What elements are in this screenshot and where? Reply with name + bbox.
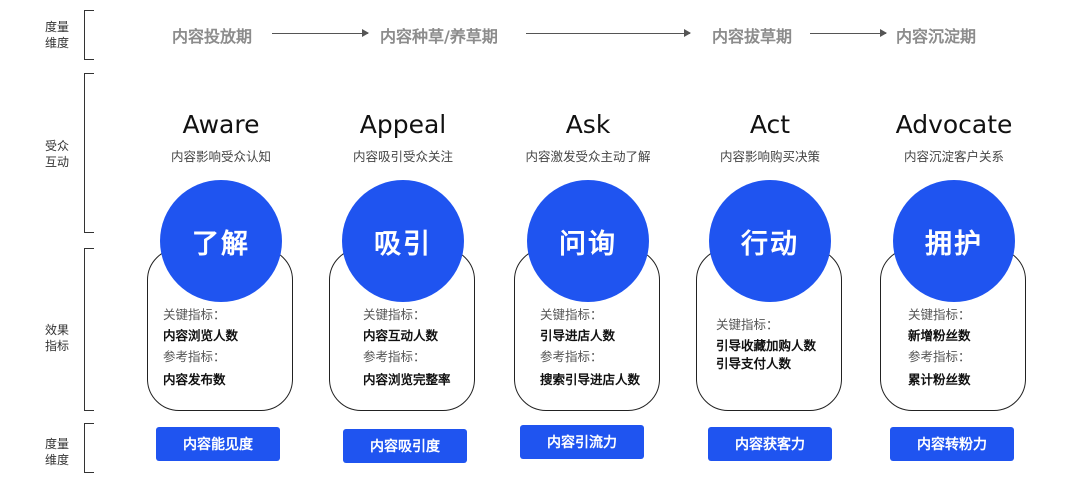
- stage-circle-label: 问询: [559, 228, 617, 260]
- row-label-effect-metrics: 效果指标: [44, 323, 69, 353]
- stage-title: Aware: [182, 110, 260, 139]
- phase-seeding: 内容种草/养草期: [380, 27, 498, 46]
- ref-metric-value: 累计粉丝数: [908, 372, 971, 387]
- dimension-badge: 内容能见度: [156, 427, 280, 461]
- bracket-measure-top: [84, 10, 94, 60]
- dimension-badge: 内容引流力: [520, 425, 644, 459]
- stage-subtitle: 内容沉淀客户关系: [903, 149, 1004, 164]
- ref-metric-value: 内容浏览完整率: [363, 372, 451, 387]
- ref-metric-value: 内容发布数: [163, 372, 226, 387]
- stage-appeal: Appeal 内容吸引受众关注 吸引 关键指标： 内容互动人数 参考指标： 内容…: [313, 0, 493, 486]
- arrow-right-icon: [810, 29, 887, 37]
- stage-circle-label: 了解: [192, 228, 250, 260]
- bracket-audience-interaction: [84, 73, 94, 233]
- metrics-list: 关键指标： 内容互动人数 参考指标： 内容浏览完整率: [363, 304, 451, 390]
- key-metric-label: 关键指标：: [908, 307, 971, 322]
- metrics-list: 关键指标： 引导收藏加购人数 引导支付人数: [716, 314, 816, 374]
- stage-title: Appeal: [359, 110, 447, 139]
- stage-aware: Aware 内容影响受众认知 了解 关键指标： 内容浏览人数 参考指标： 内容发…: [131, 0, 311, 486]
- key-metric-value: 引导进店人数: [540, 328, 616, 343]
- bracket-effect-metrics: [84, 248, 94, 411]
- stage-circle-label: 拥护: [925, 228, 983, 260]
- stage-subtitle: 内容激发受众主动了解: [525, 149, 651, 164]
- stage-circle: 吸引: [342, 180, 464, 302]
- bracket-measure-bottom: [84, 423, 94, 473]
- phase-conversion: 内容拔草期: [712, 27, 793, 46]
- stage-subtitle: 内容影响购买决策: [719, 149, 820, 164]
- phase-retention: 内容沉淀期: [896, 27, 977, 46]
- stage-circle: 了解: [160, 180, 282, 302]
- stage-circle-label: 吸引: [374, 228, 432, 260]
- dimension-badge: 内容转粉力: [890, 427, 1014, 461]
- ref-metric-label: 参考指标：: [163, 349, 226, 364]
- stage-circle: 拥护: [893, 180, 1015, 302]
- arrow-right-icon: [272, 29, 369, 37]
- key-metric-value: 内容互动人数: [363, 328, 439, 343]
- row-label-measure-top: 度量维度: [44, 20, 69, 50]
- ref-metric-label: 参考指标：: [540, 349, 603, 364]
- dimension-badge: 内容吸引度: [343, 429, 467, 463]
- stage-title: Ask: [565, 110, 611, 139]
- ref-metric-label: 参考指标：: [363, 349, 426, 364]
- stage-act: Act 内容影响购买决策 行动 关键指标： 引导收藏加购人数 引导支付人数 内容…: [680, 0, 860, 486]
- row-label-audience-interaction: 受众互动: [44, 139, 69, 169]
- arrow-right-icon: [526, 29, 691, 37]
- key-metric-value: 新增粉丝数: [908, 328, 971, 343]
- stage-title: Advocate: [895, 110, 1013, 139]
- key-metric-value: 引导收藏加购人数: [716, 338, 817, 353]
- stage-circle-label: 行动: [741, 228, 799, 260]
- stage-subtitle: 内容吸引受众关注: [352, 149, 453, 164]
- key-metric-label: 关键指标：: [716, 317, 779, 332]
- stage-circle: 问询: [527, 180, 649, 302]
- key-metric-value: 内容浏览人数: [163, 328, 239, 343]
- ref-metric-value: 搜索引导进店人数: [540, 372, 641, 387]
- metrics-list: 关键指标： 引导进店人数 参考指标： 搜索引导进店人数: [540, 304, 640, 390]
- key-metric-label: 关键指标：: [363, 307, 426, 322]
- dimension-badge: 内容获客力: [708, 427, 832, 461]
- key-metric-label: 关键指标：: [540, 307, 603, 322]
- stage-title: Act: [749, 110, 791, 139]
- stage-circle: 行动: [709, 180, 831, 302]
- key-metric-value: 引导支付人数: [716, 356, 792, 371]
- metrics-list: 关键指标： 新增粉丝数 参考指标： 累计粉丝数: [908, 304, 971, 390]
- ref-metric-label: 参考指标：: [908, 349, 971, 364]
- stage-subtitle: 内容影响受众认知: [170, 149, 271, 164]
- key-metric-label: 关键指标：: [163, 307, 226, 322]
- stage-ask: Ask 内容激发受众主动了解 问询 关键指标： 引导进店人数 参考指标： 搜索引…: [498, 0, 678, 486]
- stage-advocate: Advocate 内容沉淀客户关系 拥护 关键指标： 新增粉丝数 参考指标： 累…: [864, 0, 1044, 486]
- metrics-list: 关键指标： 内容浏览人数 参考指标： 内容发布数: [163, 304, 238, 390]
- row-label-measure-bottom: 度量维度: [44, 437, 69, 467]
- phase-delivery: 内容投放期: [172, 27, 253, 46]
